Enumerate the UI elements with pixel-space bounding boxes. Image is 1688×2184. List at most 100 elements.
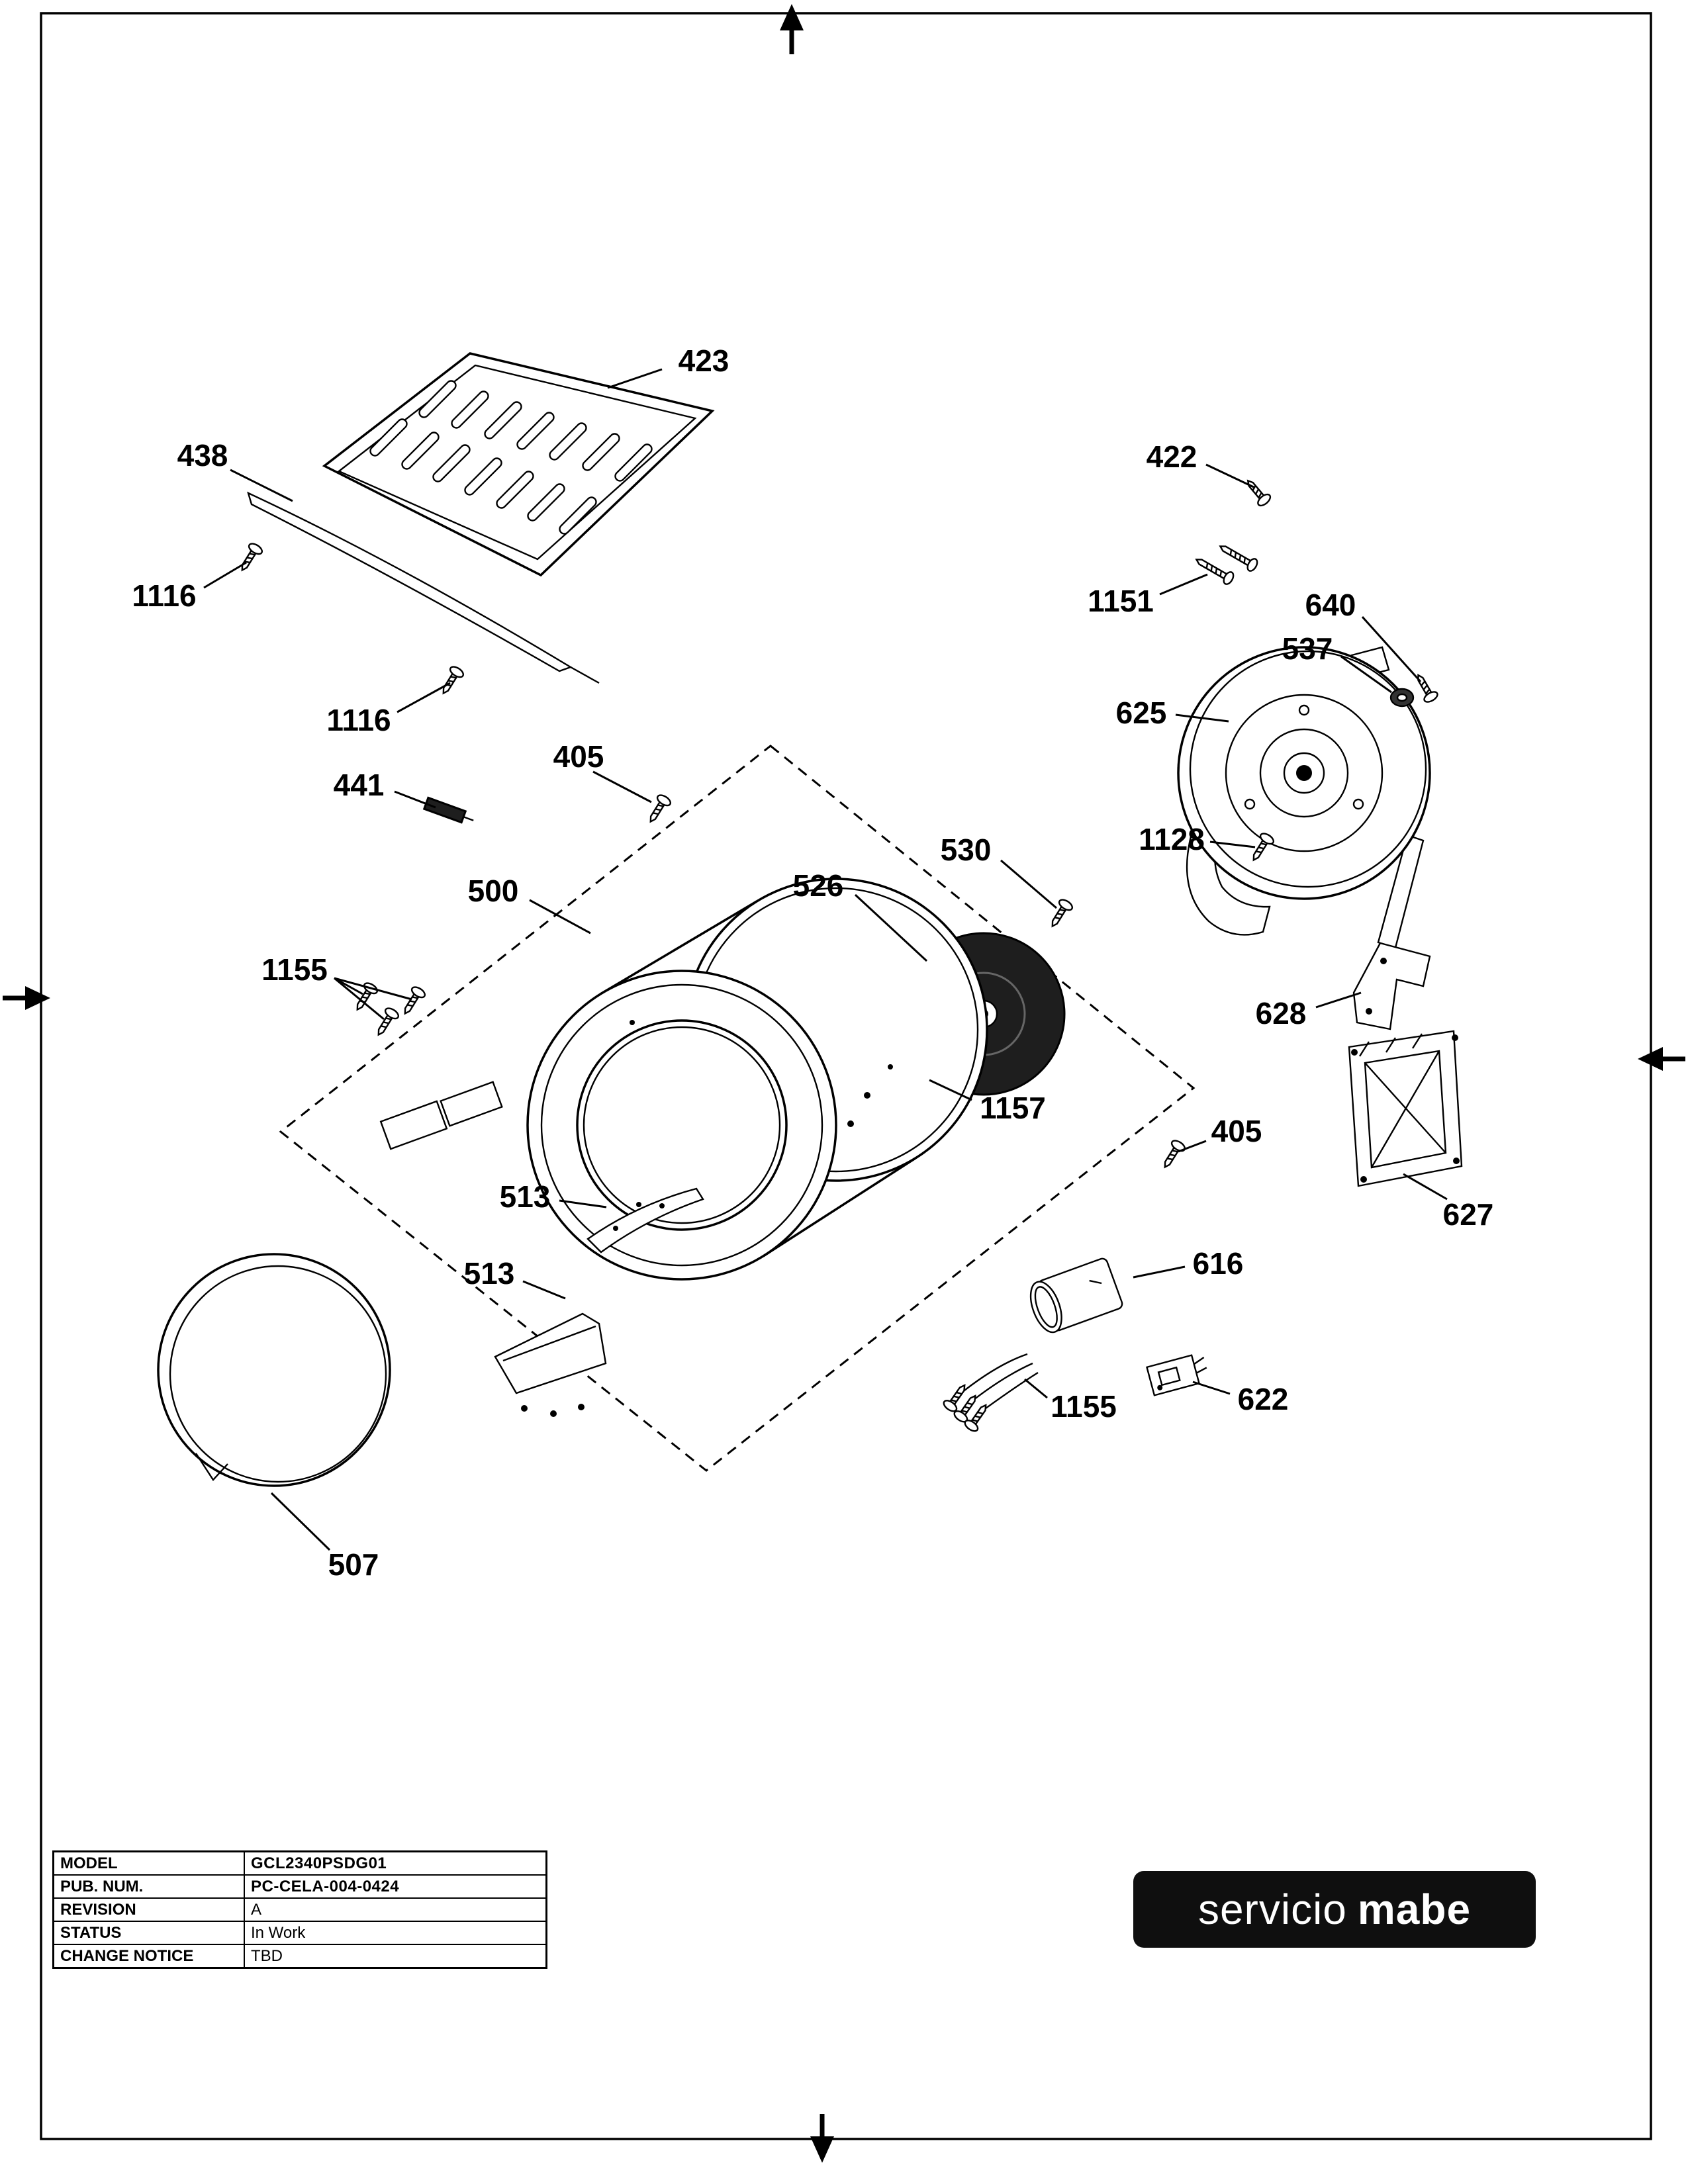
callout-label: 1157: [980, 1091, 1046, 1125]
callout-leader-line: [854, 893, 928, 962]
callout-1151: 1151: [1088, 573, 1208, 618]
callout-label: 1151: [1088, 584, 1154, 618]
callout-label: 627: [1443, 1197, 1494, 1232]
callout-leader-line: [230, 469, 293, 502]
callout-label: 628: [1256, 996, 1307, 1030]
callout-513: 513: [464, 1256, 566, 1300]
part-roller-616: [1029, 1257, 1123, 1334]
callout-405: 405: [1178, 1114, 1262, 1153]
screw-405-b: [1158, 1138, 1188, 1172]
callout-leader-line: [1403, 1173, 1448, 1201]
callout-leader-line: [1209, 841, 1256, 848]
callout-leader-line: [1361, 615, 1422, 683]
callout-leader-line: [270, 1492, 331, 1551]
callout-622: 622: [1192, 1381, 1289, 1416]
screw-1151-b: [1216, 539, 1260, 574]
title-block-label: REVISION: [52, 1897, 245, 1922]
title-block-label: MODEL: [52, 1850, 245, 1876]
title-block-table: MODEL GCL2340PSDG01 PUB. NUM. PC-CELA-00…: [52, 1850, 547, 1969]
callout-leader-line: [1175, 713, 1229, 723]
callout-leader-line: [1205, 463, 1254, 488]
callout-leader-line: [1315, 991, 1362, 1009]
part-bracket-628: [1352, 942, 1431, 1030]
callout-1155: 1155: [1024, 1378, 1117, 1424]
callout-label: 405: [1211, 1114, 1262, 1148]
callout-leader-line: [397, 682, 451, 713]
callout-1116: 1116: [132, 561, 247, 613]
callout-627: 627: [1403, 1173, 1494, 1232]
part-lint-grid-423: [322, 352, 715, 577]
part-pad-bracket: [379, 1081, 503, 1150]
title-block-value: GCL2340PSDG01: [244, 1850, 547, 1876]
registration-arrow-right: [1638, 1047, 1685, 1071]
callout-500: 500: [468, 874, 591, 934]
title-block-label: STATUS: [52, 1921, 245, 1945]
title-block: MODEL GCL2340PSDG01 PUB. NUM. PC-CELA-00…: [52, 1850, 547, 1969]
part-baffle-513-upper: [586, 1187, 704, 1253]
callout-label: 500: [468, 874, 519, 908]
part-switch-622: [1146, 1354, 1207, 1396]
title-block-value: PC-CELA-004-0424: [244, 1874, 547, 1899]
callout-label: 422: [1147, 439, 1197, 474]
callout-423: 423: [607, 343, 729, 389]
callout-label: 625: [1116, 696, 1167, 730]
title-block-row-revision: REVISION A: [52, 1897, 547, 1922]
callout-leader-line: [607, 368, 663, 389]
title-block-label: PUB. NUM.: [52, 1874, 245, 1899]
part-grommet-537: [1389, 688, 1415, 707]
callout-530: 530: [941, 833, 1057, 909]
registration-marks: [3, 4, 1685, 2163]
callout-628: 628: [1256, 991, 1362, 1030]
callout-507: 507: [270, 1492, 379, 1582]
callout-441: 441: [334, 768, 436, 809]
part-baffle-513-lower: [494, 1312, 607, 1417]
callout-leader-line: [1024, 1378, 1048, 1399]
screw-1116-b: [436, 664, 466, 698]
callout-label: 537: [1282, 631, 1333, 666]
callout-label: 622: [1238, 1382, 1289, 1416]
callout-label: 405: [553, 739, 604, 774]
callout-label: 423: [679, 343, 729, 378]
brand-logo-text-mabe: mabe: [1357, 1886, 1472, 1933]
brand-logo-text-servicio: servicio: [1197, 1886, 1347, 1933]
screw-1155-left-3: [398, 984, 428, 1019]
callout-leader-line: [522, 1280, 566, 1300]
title-block-row-status: STATUS In Work: [52, 1921, 547, 1945]
callout-label: 526: [793, 868, 844, 903]
title-block-row-model: MODEL GCL2340PSDG01: [52, 1850, 547, 1876]
title-block-row-change-notice: CHANGE NOTICE TBD: [52, 1944, 547, 1969]
callout-leader-line: [529, 899, 591, 934]
registration-arrow-bottom: [810, 2114, 834, 2163]
callout-1128: 1128: [1139, 822, 1256, 856]
callout-leader-line: [334, 977, 412, 1001]
callout-leader-line: [394, 790, 436, 809]
callout-1155: 1155: [261, 952, 412, 1021]
title-block-value: In Work: [244, 1921, 547, 1945]
title-block-label: CHANGE NOTICE: [52, 1944, 245, 1969]
registration-arrow-left: [3, 986, 50, 1010]
screw-1116-a: [235, 541, 265, 575]
part-blower-housing-625: [1177, 646, 1431, 949]
page-border: [40, 12, 1652, 2140]
callout-422: 422: [1147, 439, 1254, 488]
callout-label: 1155: [261, 952, 328, 987]
part-support-627: [1348, 1030, 1463, 1187]
callout-leader-line: [1133, 1265, 1186, 1279]
callout-640: 640: [1305, 588, 1422, 683]
part-front-seal-507: [157, 1253, 391, 1487]
callout-leader-line: [592, 770, 652, 803]
callout-1116: 1116: [326, 682, 451, 737]
callout-label: 616: [1193, 1246, 1244, 1281]
callout-leader-line: [1340, 655, 1392, 694]
callout-label: 1116: [326, 703, 391, 737]
callout-leader-line: [203, 561, 247, 589]
callout-1157: 1157: [929, 1079, 1046, 1125]
brand-logo: servicio mabe: [1133, 1871, 1536, 1948]
callout-label: 507: [328, 1547, 379, 1582]
callout-leader-line: [929, 1079, 972, 1101]
callout-label: 441: [334, 768, 385, 802]
callout-537: 537: [1282, 631, 1392, 694]
callout-label: 530: [941, 833, 992, 867]
callout-leader-line: [1192, 1381, 1231, 1395]
